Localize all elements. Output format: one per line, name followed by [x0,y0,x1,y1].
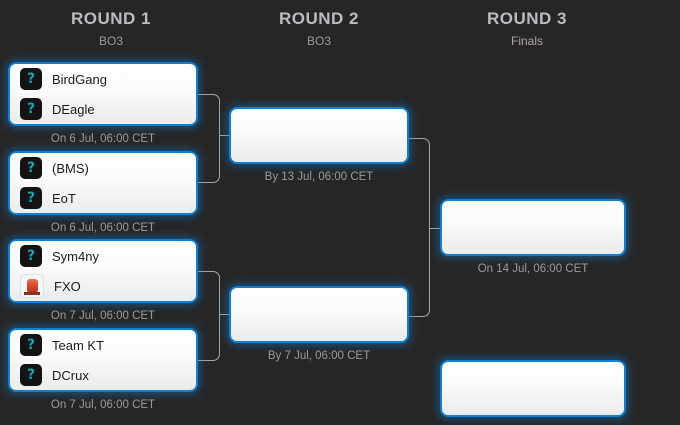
unknown-team-icon: ? [20,245,42,267]
match-card-r3m1[interactable] [440,199,626,256]
connector-stub-r2m2 [220,314,232,315]
team-row[interactable]: ? BirdGang [10,64,196,94]
team-name: Team KT [52,337,105,353]
match-card-r1m3[interactable]: ? Sym4ny FXO [8,239,198,303]
round-2-title: ROUND 2 [278,9,359,28]
connector-stub-r2m1 [220,135,232,136]
fxo-logo-mark [26,278,38,292]
match-r1m1[interactable]: ? BirdGang ? DEagle On 6 Jul, 06:00 CET [8,62,198,145]
match-r1m2[interactable]: ? (BMS) ? EoT On 6 Jul, 06:00 CET [8,151,198,234]
team-row[interactable]: ? Sym4ny [10,241,196,271]
round-3-subtitle: Finals [510,34,543,48]
unknown-team-icon: ? [20,98,42,120]
match-date: On 7 Jul, 06:00 CET [50,310,156,322]
connector-r1m2-to-r2m1 [198,135,220,183]
match-date: On 14 Jul, 06:00 CET [477,263,589,275]
match-r2m2[interactable]: By 7 Jul, 06:00 CET [229,286,409,362]
match-r3m1[interactable]: On 14 Jul, 06:00 CET [440,199,626,275]
match-date: By 7 Jul, 06:00 CET [267,350,371,362]
connector-stub-r3m1 [430,228,442,229]
connector-r1m4-to-r2m2 [198,314,220,361]
round-1-header: ROUND 1 BO3 [6,8,216,50]
match-date: On 7 Jul, 06:00 CET [50,399,156,411]
team-name: EoT [52,190,76,206]
team-row[interactable]: ? (BMS) [10,153,196,183]
match-date: By 13 Jul, 06:00 CET [264,171,374,183]
team-name: FXO [54,278,81,294]
team-name: BirdGang [52,71,107,87]
match-r2m1[interactable]: By 13 Jul, 06:00 CET [229,107,409,183]
team-row[interactable]: ? DCrux [10,360,196,390]
match-card-r2m1[interactable] [229,107,409,164]
team-name: (BMS) [52,160,89,176]
team-name: DCrux [52,367,89,383]
match-card-r1m2[interactable]: ? (BMS) ? EoT [8,151,198,215]
unknown-team-icon: ? [20,334,42,356]
team-row[interactable]: ? EoT [10,183,196,213]
unknown-team-icon: ? [20,364,42,386]
connector-r2m1-to-r3m1 [406,138,430,228]
unknown-team-icon: ? [20,157,42,179]
fxo-team-logo [20,274,44,298]
unknown-team-icon: ? [20,187,42,209]
round-2-subtitle: BO3 [306,34,331,48]
team-row[interactable]: FXO [10,271,196,301]
connector-r1m1-to-r2m1 [198,94,220,135]
team-row[interactable]: ? Team KT [10,330,196,360]
team-name: DEagle [52,101,95,117]
match-date: On 6 Jul, 06:00 CET [50,222,156,234]
match-card-r1m1[interactable]: ? BirdGang ? DEagle [8,62,198,126]
team-name: Sym4ny [52,248,99,264]
round-3-header: ROUND 3 Finals [422,8,632,50]
match-r3m2[interactable] [440,360,626,424]
round-1-subtitle: BO3 [98,34,123,48]
connector-r1m3-to-r2m2 [198,271,220,314]
match-card-r3m2[interactable] [440,360,626,417]
match-card-r2m2[interactable] [229,286,409,343]
match-r1m4[interactable]: ? Team KT ? DCrux On 7 Jul, 06:00 CET [8,328,198,411]
match-date: On 6 Jul, 06:00 CET [50,133,156,145]
round-3-title: ROUND 3 [486,9,567,28]
fxo-logo-wordmark [24,292,40,295]
round-1-title: ROUND 1 [70,9,151,28]
team-row[interactable]: ? DEagle [10,94,196,124]
unknown-team-icon: ? [20,68,42,90]
match-card-r1m4[interactable]: ? Team KT ? DCrux [8,328,198,392]
round-2-header: ROUND 2 BO3 [214,8,424,50]
match-r1m3[interactable]: ? Sym4ny FXO On 7 Jul, 06:00 CET [8,239,198,322]
connector-r2m2-to-r3m1 [406,228,430,317]
